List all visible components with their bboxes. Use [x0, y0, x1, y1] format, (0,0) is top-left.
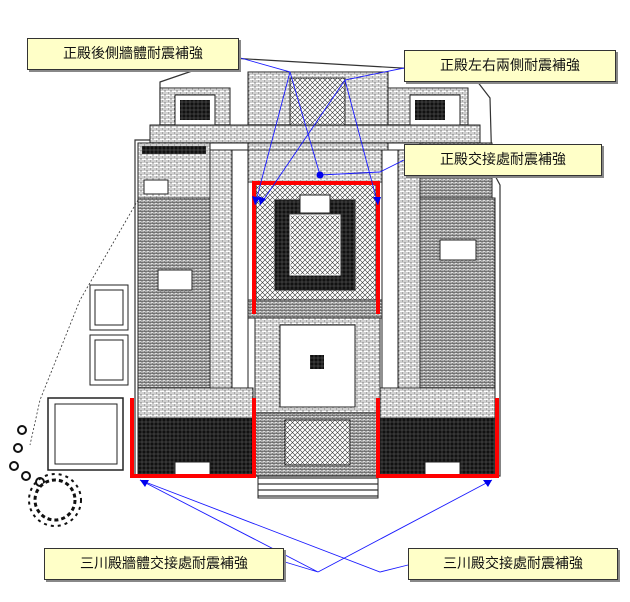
callout-junction: 正殿交接處耐震補強	[404, 144, 602, 176]
callout-sanchuan-junction: 三川殿交接處耐震補強	[408, 548, 618, 580]
left-wing	[137, 142, 254, 477]
leader-two-sides	[259, 67, 405, 206]
leader-lines	[139, 56, 493, 573]
callout-sanchuan-wall-junction: 三川殿牆體交接處耐震補強	[44, 548, 284, 580]
leader-junction	[319, 159, 405, 176]
site-outline	[134, 57, 501, 477]
front-steps	[258, 477, 378, 497]
callout-rear-wall: 正殿後側牆體耐震補強	[27, 38, 239, 70]
leader-rear-wall	[236, 56, 321, 206]
leader-sanchuan-wall	[139, 479, 493, 573]
outbuildings	[47, 284, 129, 471]
front-hall	[254, 317, 381, 499]
reinforcement-front-left	[130, 398, 256, 478]
ornament-ring	[9, 425, 82, 527]
reinforcement-main-hall	[252, 181, 380, 314]
main-hall	[247, 149, 383, 319]
callout-two-sides: 正殿左右兩側耐震補強	[404, 50, 616, 82]
reinforcement-front-right	[376, 398, 499, 478]
leader-sanchuan-junction	[139, 479, 409, 573]
reinforcement-lines	[130, 181, 499, 478]
rear-hall	[149, 71, 481, 153]
right-wing	[377, 142, 496, 477]
leader-arrowheads	[140, 171, 492, 487]
chain-path	[29, 199, 139, 446]
